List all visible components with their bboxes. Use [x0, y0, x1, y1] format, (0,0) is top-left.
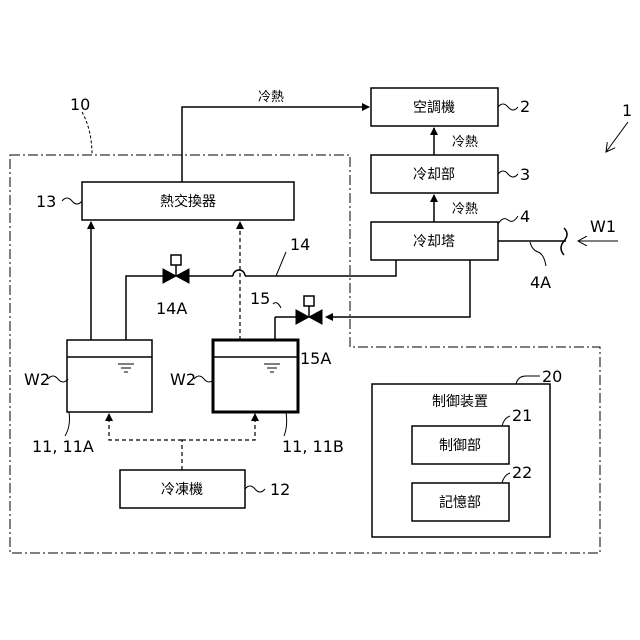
tank-11a-w2-label: W2	[24, 370, 50, 389]
ref-13-leader	[62, 198, 82, 204]
ref-4a-label: 4A	[530, 273, 551, 292]
tank-11b-ref-leader	[284, 412, 287, 436]
w1-label: W1	[590, 217, 616, 236]
pipe-15-label: 15	[250, 289, 270, 308]
ref-4-label: 4	[520, 207, 530, 226]
cold-heat-label-1: 冷熱	[258, 90, 284, 105]
tank-11a	[67, 340, 152, 412]
cooling-tower-label: 冷却塔	[413, 234, 455, 250]
ref-3-leader	[498, 171, 518, 177]
ref-12-label: 12	[270, 480, 290, 499]
valve-15a-actuator	[304, 296, 314, 306]
hx-to-ac-line	[182, 107, 369, 182]
system-ref-label: 1	[622, 101, 632, 120]
ref-4a-leader	[530, 242, 546, 266]
cold-heat-label-2: 冷熱	[452, 135, 478, 150]
pipe-14-crossover	[233, 270, 245, 276]
tank-11b	[213, 340, 298, 412]
ref-3-label: 3	[520, 165, 530, 184]
tank-11b-w2-label: W2	[170, 370, 196, 389]
refrigerator-label: 冷凍機	[161, 482, 203, 498]
zone-10-label: 10	[70, 95, 90, 114]
valve-14a-actuator	[171, 255, 181, 265]
pipe-15	[326, 260, 470, 317]
zone-10-leader	[82, 112, 92, 155]
ref-21-label: 21	[512, 406, 532, 425]
refrigerator-to-tank-a	[109, 414, 182, 440]
cold-heat-label-3: 冷熱	[452, 202, 478, 217]
valve-14a-label: 14A	[156, 299, 187, 318]
tank-11b-ref-label: 11, 11B	[282, 437, 344, 456]
tank-11a-ref-label: 11, 11A	[32, 437, 94, 456]
air-conditioner-label: 空調機	[413, 100, 455, 116]
tank-11b-w2-leader	[194, 376, 214, 382]
cooling-unit-label: 冷却部	[413, 167, 455, 183]
pipe-14-label: 14	[290, 235, 310, 254]
ref-13-label: 13	[36, 192, 56, 211]
control-device-label: 制御装置	[432, 394, 488, 410]
pipe-14-mid-b	[245, 260, 396, 276]
controller-label: 制御部	[439, 438, 481, 454]
ref-20-leader	[516, 376, 540, 384]
heat-exchanger-label: 熱交換器	[160, 193, 216, 210]
valve-15a-label: 15A	[300, 349, 331, 368]
tank-11a-w2-leader	[48, 376, 68, 382]
ref-20-label: 20	[542, 367, 562, 386]
refrigerator-to-tank-b	[182, 414, 255, 440]
storage-label: 記憶部	[439, 494, 481, 511]
ref-2-leader	[498, 104, 518, 110]
pipe-14-leader	[276, 252, 286, 276]
ref-12-leader	[245, 486, 265, 492]
pipe-15-leader	[273, 303, 281, 308]
system-ref-arrow	[606, 122, 628, 152]
tank-11a-ref-leader	[65, 412, 70, 436]
ref-22-label: 22	[512, 463, 532, 482]
ref-4-leader	[498, 216, 518, 224]
ref-2-label: 2	[520, 97, 530, 116]
